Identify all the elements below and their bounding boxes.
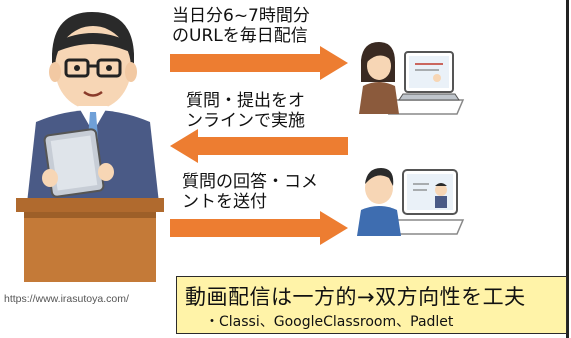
summary-box: 動画配信は一方的→双方向性を工夫 ・Classi、GoogleClassroom… [176,276,567,334]
summary-main-text: 動画配信は一方的→双方向性を工夫 [185,285,526,309]
arrow-right-3 [170,211,348,245]
arrow2-label-line1: 質問・提出をオ [186,91,305,111]
arrow1-label-line1: 当日分6~7時間分 [172,6,310,26]
student-boy-tablet-illustration [357,168,465,236]
arrow2-label-line2: ンラインで実施 [186,111,305,131]
arrow1-label-line2: のURLを毎日配信 [172,26,308,46]
image-credit-url: https://www.irasutoya.com/ [4,293,129,305]
arrow-left-2 [170,129,348,163]
arrow-right-1 [170,46,348,80]
arrow3-label-line1: 質問の回答・コメ [182,172,318,192]
teacher-illustration [16,12,164,282]
right-edge-rule [566,0,569,338]
arrow3-label-line2: ントを送付 [182,192,267,212]
summary-sub-text: ・Classi、GoogleClassroom、Padlet [205,314,454,330]
student-girl-laptop-illustration [359,42,465,115]
